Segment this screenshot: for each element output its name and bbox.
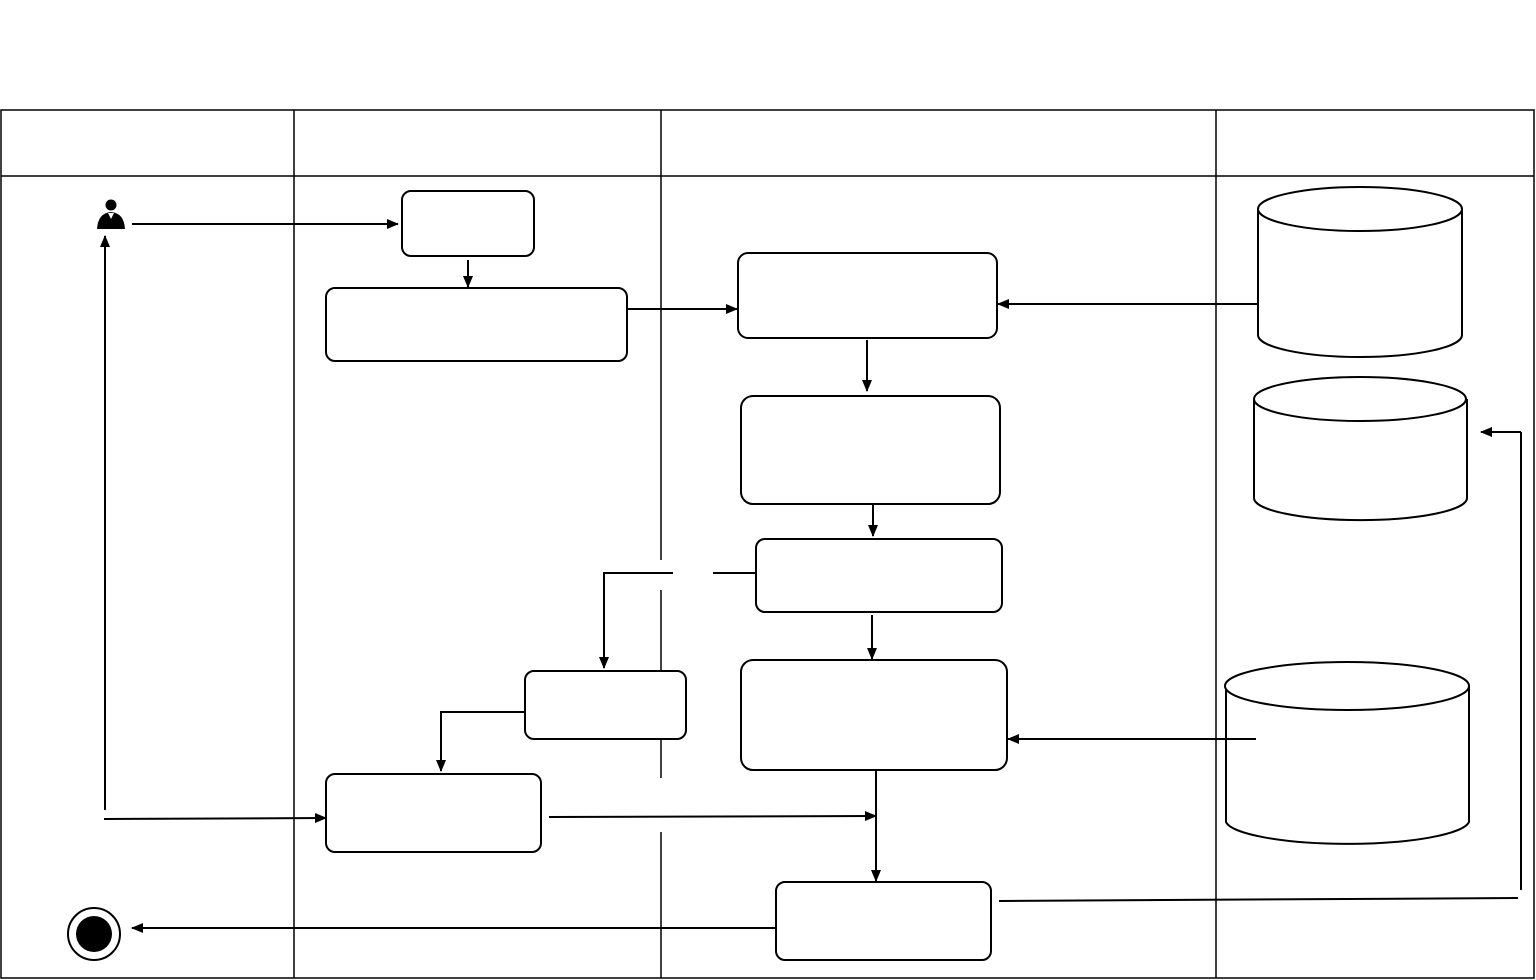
activity-node-f[interactable]: [524, 670, 687, 740]
data-store-2: [1253, 376, 1468, 522]
activity-node-g[interactable]: [740, 659, 1008, 771]
data-store-1: [1257, 186, 1463, 358]
activity-node-e[interactable]: [755, 538, 1003, 613]
swimlane-border: [0, 109, 1535, 979]
edge-h-to-merge: [548, 811, 877, 822]
data-store-3: [1224, 661, 1470, 845]
edges: [100, 219, 1522, 933]
activity-node-b[interactable]: [325, 287, 628, 362]
swimlane-frame: [0, 109, 1535, 979]
final-state-icon: [67, 907, 121, 961]
activity-node-a[interactable]: [401, 190, 535, 257]
activity-node-c[interactable]: [737, 252, 998, 339]
activity-node-h[interactable]: [325, 773, 542, 853]
edge-i-to-right: [998, 897, 1519, 902]
activity-node-i[interactable]: [775, 881, 992, 961]
edge-user-to-h: [103, 813, 327, 824]
edge-f-to-h: [436, 711, 525, 772]
user-icon: [97, 199, 125, 229]
activity-node-d[interactable]: [740, 395, 1001, 505]
edge-e-to-f: [599, 572, 673, 669]
